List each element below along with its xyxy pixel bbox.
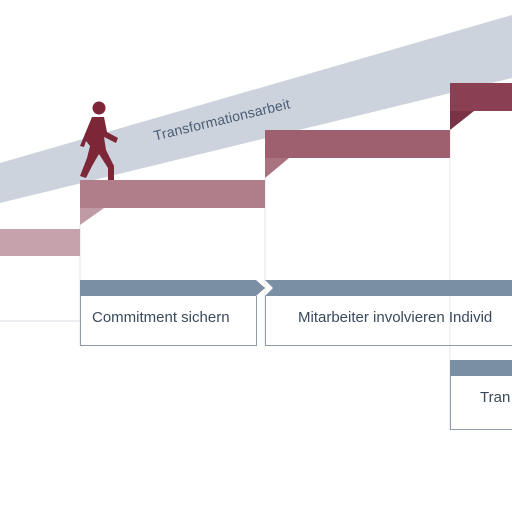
phase-3-tab [450, 360, 512, 376]
step-1-ramp [80, 208, 104, 225]
phase-3-label: Tran [480, 389, 511, 406]
phase-3-box [450, 376, 512, 430]
step-0 [0, 229, 80, 256]
step-1-top [80, 180, 265, 208]
step-2-top [265, 130, 450, 158]
phase-1-label: Commitment sichern [92, 309, 230, 326]
phase-2-box [265, 296, 512, 346]
phase-2-label: Mitarbeiter involvieren Individ [298, 309, 493, 326]
phase-1-tab [80, 280, 265, 296]
walking-person-icon [80, 101, 118, 180]
step-2-ramp [265, 158, 289, 178]
phase-2-tab [265, 280, 512, 296]
phase-1-box [80, 296, 257, 346]
transformation-band [0, 15, 512, 203]
step-3-ramp [450, 111, 474, 130]
step-3-top [450, 83, 512, 111]
